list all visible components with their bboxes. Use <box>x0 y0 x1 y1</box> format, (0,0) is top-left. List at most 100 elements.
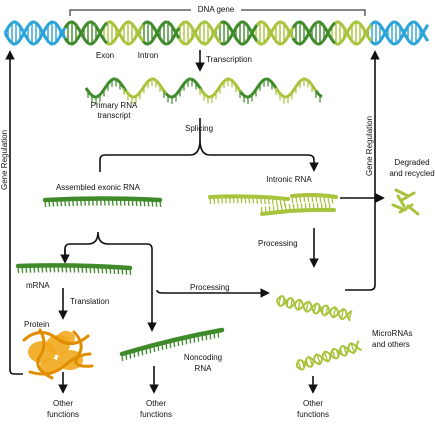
helix-backbone <box>153 25 163 38</box>
helix-rung <box>350 343 355 353</box>
rna-tooth <box>131 198 134 206</box>
helix-backbone <box>166 37 175 46</box>
helix-backbone <box>63 20 72 29</box>
rna-tooth <box>157 343 160 352</box>
rna-tooth <box>296 203 299 211</box>
helix-backbone <box>394 37 403 46</box>
helix-backbone <box>88 20 97 26</box>
rna-tooth <box>37 265 40 273</box>
helix-backbone <box>334 41 343 46</box>
rna-tooth <box>121 353 124 362</box>
helix-backbone <box>300 300 307 312</box>
helix-backbone <box>305 356 315 362</box>
protein-ribbon <box>72 330 94 368</box>
rna-tooth <box>189 336 192 344</box>
transcription-label: Transcription <box>206 55 252 64</box>
helix-backbone <box>387 20 395 28</box>
rna-tooth <box>205 332 208 341</box>
rna-tooth <box>252 196 255 204</box>
helix-backbone <box>345 22 355 34</box>
rna-tooth <box>165 341 168 350</box>
helix-backbone <box>317 304 324 315</box>
rna-tooth <box>240 196 243 204</box>
helix-backbone <box>34 35 43 45</box>
rna-tooth <box>181 338 184 346</box>
rna-tooth <box>85 265 88 273</box>
transcript-backbone <box>314 90 322 98</box>
helix-backbone <box>394 20 403 29</box>
helix-backbone <box>413 38 421 46</box>
rna-tooth <box>69 265 72 273</box>
rna-tooth <box>299 195 302 203</box>
other-functions-3-line2: functions <box>297 410 329 419</box>
helix-backbone <box>334 20 343 25</box>
other-functions-2-line1: Other <box>146 399 166 408</box>
rna-tooth <box>68 198 71 207</box>
transcript-backbone <box>225 77 232 82</box>
helix-backbone <box>123 20 132 25</box>
helix-backbone <box>346 342 353 350</box>
rna-tooth <box>133 350 136 358</box>
helix-backbone <box>423 35 430 43</box>
helix-backbone <box>328 306 338 313</box>
helix-backbone <box>311 302 320 309</box>
rna-tooth <box>149 346 152 354</box>
assembled-exonic-rna <box>42 196 163 208</box>
helix-backbone <box>117 32 127 44</box>
rna-tooth <box>283 198 286 206</box>
dna-gene-label-bg <box>191 3 241 15</box>
rna-tooth <box>143 199 146 207</box>
helix-backbone <box>195 21 204 31</box>
rna-tooth <box>117 267 120 275</box>
rna-tooth <box>304 203 307 211</box>
transcript-backbone <box>95 92 103 99</box>
rna-tooth <box>244 196 247 204</box>
rna-backbone <box>42 196 163 203</box>
transcript-backbone <box>190 77 198 84</box>
rna-tooth <box>49 265 52 273</box>
helix-backbone <box>93 23 103 36</box>
helix-backbone <box>202 40 211 46</box>
intron-label: Intron <box>138 51 158 60</box>
helix-backbone <box>129 21 139 32</box>
rna-tooth <box>201 333 204 341</box>
helix-backbone <box>267 28 277 41</box>
rna-tooth <box>93 265 96 274</box>
helix-backbone <box>243 34 253 45</box>
rna-tooth <box>173 339 176 348</box>
rna-tooth <box>264 206 267 214</box>
rna-tooth <box>125 352 128 360</box>
helix-backbone <box>322 310 331 317</box>
rna-tooth <box>41 265 44 273</box>
helix-backbone <box>304 306 313 313</box>
rna-tooth <box>272 205 275 213</box>
rna-tooth <box>77 265 80 273</box>
rna-tooth <box>308 202 311 211</box>
helix-backbone <box>3 22 13 34</box>
microrna-helices <box>275 295 363 371</box>
helix-rung <box>297 299 302 310</box>
microrna-helix-2 <box>295 340 363 371</box>
rna-tooth <box>217 330 220 338</box>
rna-tooth <box>60 199 63 207</box>
rna-tooth <box>232 196 235 204</box>
helix-backbone <box>71 20 79 28</box>
helix-backbone <box>141 40 150 46</box>
helix-backbone <box>177 37 186 46</box>
rna-backbone <box>290 192 338 199</box>
helix-backbone <box>369 40 378 46</box>
helix-backbone <box>111 32 121 44</box>
splicing-label: Splicing <box>185 124 213 133</box>
helix-backbone <box>306 300 313 308</box>
primary-rna-label-2: transcript <box>98 111 132 120</box>
degraded-label-2: and recycled <box>389 169 434 178</box>
rna-tooth <box>44 199 47 208</box>
exonic-brace <box>64 231 157 332</box>
transcript-backbone <box>254 81 263 91</box>
rna-tooth <box>327 195 330 203</box>
rna-tooth <box>145 347 148 355</box>
rna-tooth <box>185 337 188 345</box>
transcript-backbone <box>210 91 218 99</box>
helix-backbone <box>282 296 289 308</box>
rna-tooth <box>125 267 128 275</box>
